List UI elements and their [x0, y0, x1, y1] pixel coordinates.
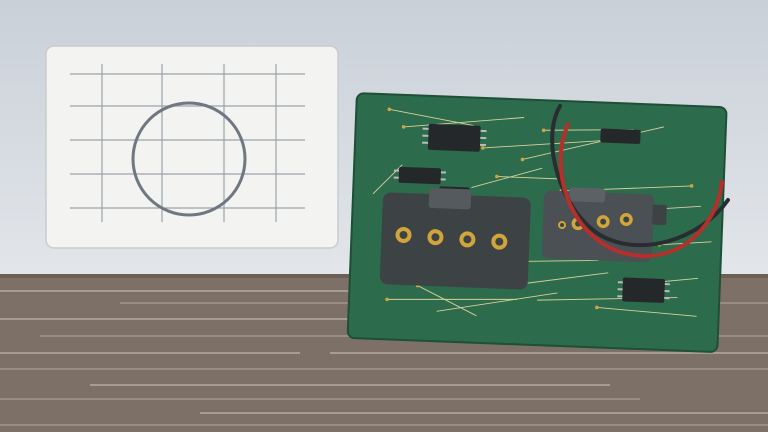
chip-icon: [600, 128, 641, 144]
circle-drawing: [131, 101, 247, 217]
connector-pins: [558, 212, 633, 231]
chip-icon: [393, 166, 446, 185]
chip-icon: [422, 123, 487, 152]
three-pin-connector-module: [541, 187, 667, 263]
circuit-board: [346, 92, 728, 353]
whiteboard-card: [45, 45, 339, 249]
connector-pins: [395, 226, 508, 250]
black-wire: [550, 104, 730, 248]
red-wire: [558, 122, 724, 259]
four-pin-connector-module: [379, 188, 531, 290]
chip-icon: [617, 277, 670, 303]
grid-lines: [70, 64, 305, 222]
